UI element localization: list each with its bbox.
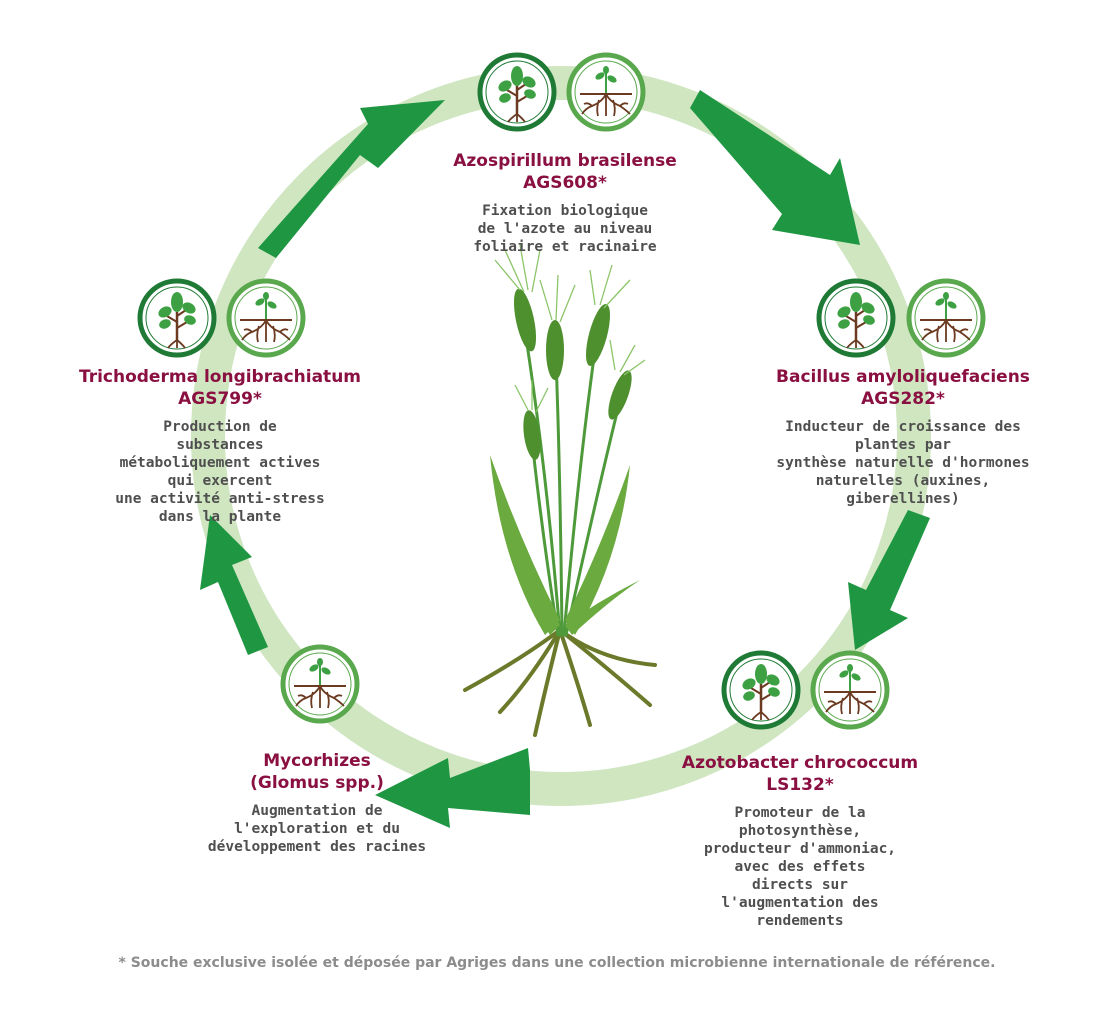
microbe-strain: LS132* — [766, 775, 834, 795]
arrow-top-right-icon — [690, 90, 860, 245]
microbe-description: Promoteur de la photosynthèse, producteu… — [703, 805, 897, 929]
microbe-strain: AGS282* — [861, 389, 945, 409]
microbe-name: Azotobacter chrococcum — [681, 753, 919, 773]
microbe-description: Fixation biologique de l'azote au niveau… — [473, 203, 657, 255]
plant-leaf-icon — [480, 55, 554, 129]
plant-root-icon — [229, 281, 303, 355]
arrow-left-icon — [200, 515, 268, 655]
plant-leaf-icon — [724, 653, 798, 727]
microbe-description: Inducteur de croissance des plantes par … — [776, 419, 1030, 507]
microbe-azotobacter: Azotobacter chrococcum LS132* Promoteur … — [650, 752, 950, 930]
microbe-name: Azospirillum brasilense — [453, 151, 677, 171]
plant-root-icon — [569, 55, 643, 129]
microbe-trichoderma: Trichoderma longibrachiatum AGS799* Prod… — [45, 366, 395, 526]
plant-root-icon — [813, 653, 887, 727]
cycle-ring — [191, 66, 931, 806]
arrow-top-left-icon — [258, 100, 445, 258]
footnote: * Souche exclusive isolée et déposée par… — [118, 955, 996, 971]
microbe-strain: AGS608* — [523, 173, 607, 193]
microbe-name: Trichoderma longibrachiatum — [78, 367, 362, 387]
plant-root-icon — [283, 647, 357, 721]
microbe-name: Bacillus amyloliquefaciens — [776, 367, 1030, 387]
microbe-strain: (Glomus spp.) — [250, 773, 384, 793]
cereal-plant-illustration — [463, 244, 657, 737]
plant-leaf-icon — [140, 281, 214, 355]
microbe-description: Production de substances métaboliquement… — [115, 419, 325, 525]
microbe-bacillus: Bacillus amyloliquefaciens AGS282* Induc… — [738, 366, 1068, 508]
microbe-name: Mycorhizes — [263, 751, 371, 771]
plant-root-icon — [909, 281, 983, 355]
microbe-strain: AGS799* — [178, 389, 262, 409]
microbe-mycorhizes: Mycorhizes (Glomus spp.) Augmentation de… — [172, 750, 462, 856]
cycle-arrows — [200, 90, 930, 828]
arrow-bottom-icon — [375, 748, 530, 828]
plant-leaf-icon — [819, 281, 893, 355]
microbe-azospirillum: Azospirillum brasilense AGS608* Fixation… — [395, 150, 735, 256]
microbe-description: Augmentation de l'exploration et du déve… — [207, 803, 427, 855]
arrow-right-icon — [848, 510, 930, 650]
